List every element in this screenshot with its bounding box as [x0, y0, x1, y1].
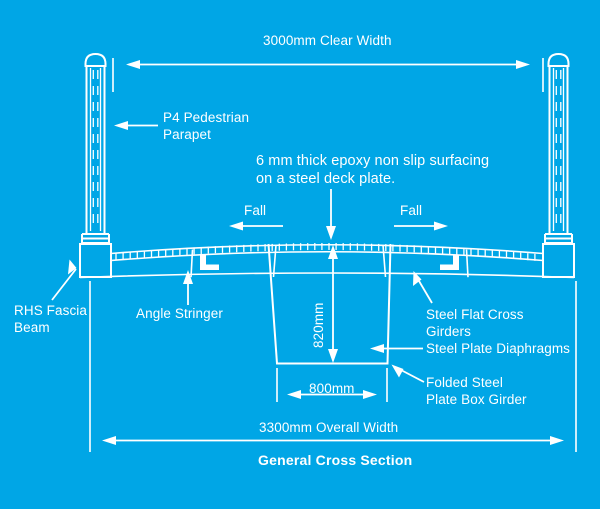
label-girder-width: 800mm — [309, 381, 355, 396]
fall-arrow-left — [229, 221, 283, 231]
diagram-title: General Cross Section — [258, 452, 413, 468]
leader-surfacing-note — [326, 189, 336, 240]
leader-parapet — [114, 121, 158, 130]
leader-angle-stringer — [183, 270, 193, 305]
label-steel-plate-diaphragms: Steel Plate Diaphragms — [426, 341, 571, 356]
angle-stringer-left — [200, 254, 219, 270]
label-angle-stringer: Angle Stringer — [136, 306, 223, 321]
leader-steel-plate-diaphragms — [370, 344, 423, 353]
label-fall-left: Fall — [244, 203, 267, 218]
dimension-overall-width — [89, 281, 577, 452]
label-overall-width: 3300mm Overall Width — [259, 420, 399, 435]
label-surfacing-note: 6 mm thick epoxy non slip surfacing on a… — [256, 153, 490, 187]
steel-flat-cross-girder — [79, 272, 575, 279]
angle-stringer-right — [440, 254, 459, 270]
deck-diaphragm-lines — [190, 244, 469, 278]
parapet-post-left — [79, 52, 112, 278]
deck-epoxy-surfacing — [110, 243, 544, 262]
fall-arrow-right — [394, 221, 448, 231]
label-girder-depth: 820mm — [311, 302, 326, 348]
dimension-clear-width — [112, 58, 544, 92]
dimension-girder-depth — [328, 245, 338, 363]
label-rhs-fascia-beam: RHS Fascia Beam — [14, 303, 88, 335]
label-folded-steel-plate-box-girder: Folded Steel Plate Box Girder — [426, 375, 527, 407]
leader-steel-flat-cross-girders — [413, 271, 433, 304]
leader-rhs-fascia-beam — [51, 259, 77, 301]
label-p4-pedestrian-parapet: P4 Pedestrian Parapet — [163, 110, 250, 142]
label-fall-right: Fall — [400, 203, 423, 218]
dimension-girder-width — [276, 368, 388, 402]
parapet-post-right — [542, 52, 575, 278]
label-steel-flat-cross-girders: Steel Flat Cross Girders — [426, 307, 524, 339]
label-clear-width: 3000mm Clear Width — [263, 33, 392, 48]
folded-steel-plate-box-girder — [267, 243, 392, 365]
leader-folded-steel-box-girder — [391, 364, 425, 383]
